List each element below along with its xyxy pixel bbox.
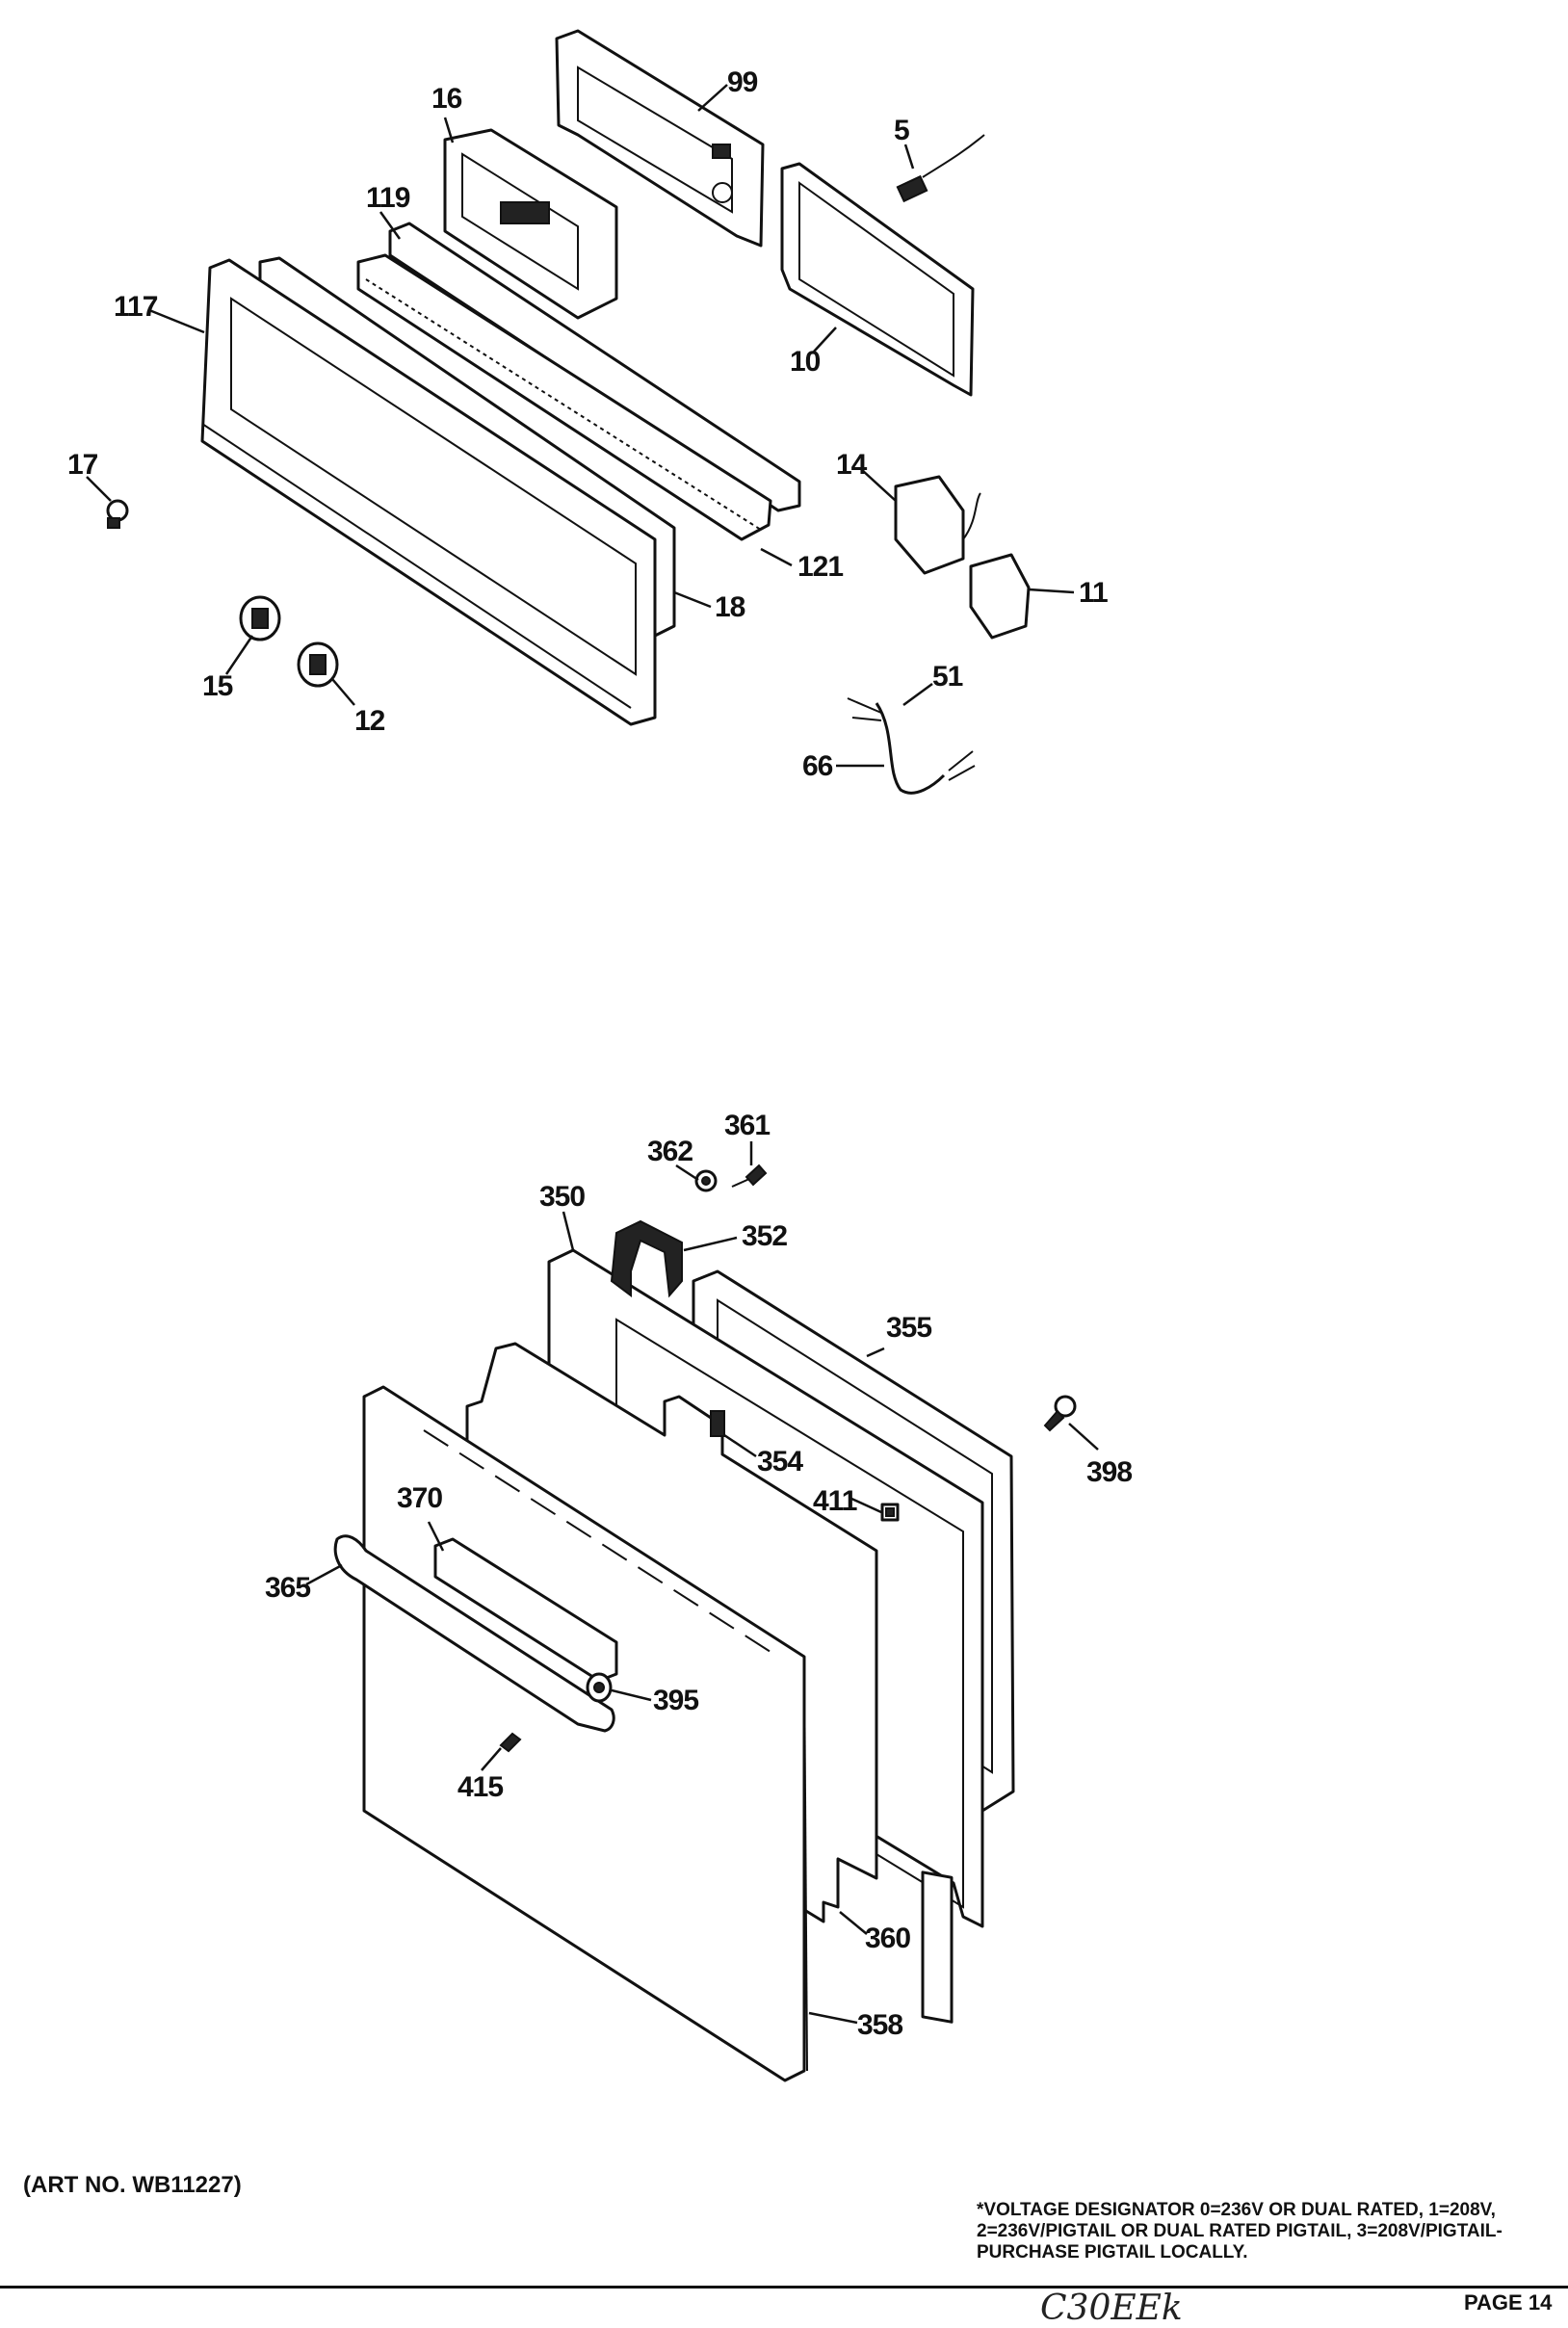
callout-121: 121: [797, 551, 843, 583]
callout-398: 398: [1086, 1456, 1132, 1488]
callout-361: 361: [724, 1110, 770, 1141]
callout-11: 11: [1079, 577, 1108, 609]
part-51-66-harness: [847, 697, 976, 795]
part-99-bracket: [555, 29, 765, 248]
callout-360: 360: [865, 1923, 910, 1954]
callout-365: 365: [265, 1572, 310, 1604]
part-352-gasket: [610, 1219, 683, 1298]
part-5-sensor: [896, 134, 985, 203]
callout-358: 358: [857, 2009, 902, 2041]
callout-10: 10: [790, 346, 821, 378]
lower-callout-labels: 361 362 350 352 355 398 354 411 370 365 …: [265, 1110, 1133, 2041]
part-361-screw: [731, 1164, 768, 1188]
footer-divider: [0, 2286, 1568, 2289]
part-16-housing: [443, 128, 618, 320]
callout-5: 5: [894, 115, 909, 146]
callout-362: 362: [647, 1136, 693, 1167]
callout-18: 18: [715, 591, 745, 623]
part-15-knob: [239, 595, 281, 641]
part-117-frame: [200, 258, 657, 726]
callout-66: 66: [802, 750, 833, 782]
part-398-bumper: [1043, 1395, 1077, 1432]
callout-352: 352: [742, 1220, 787, 1252]
part-415-screw: [499, 1732, 522, 1753]
page-number: PAGE 14: [1464, 2290, 1553, 2315]
part-362-washer: [694, 1169, 718, 1192]
part-11-switch-block: [969, 553, 1031, 640]
callout-411: 411: [813, 1485, 857, 1517]
callout-14: 14: [836, 449, 868, 481]
part-17-bulb: [106, 499, 129, 529]
part-121-element: [356, 253, 772, 541]
callout-17: 17: [67, 449, 98, 481]
callout-117: 117: [114, 291, 158, 323]
callout-354: 354: [757, 1446, 803, 1478]
lower-leader-lines: [305, 1141, 1099, 2025]
part-354-clip: [710, 1410, 725, 1437]
callout-99: 99: [727, 66, 758, 98]
callout-415: 415: [457, 1771, 503, 1803]
part-365-handle: [333, 1534, 615, 1733]
part-10-panel-bracket: [780, 162, 975, 397]
part-14-switch: [894, 475, 981, 575]
part-370-handle-plate: [433, 1537, 618, 1683]
part-411-clip: [880, 1503, 900, 1522]
callout-51: 51: [932, 661, 963, 693]
upper-callout-labels: 99 16 5 119 117 10 17 14 121 18 11 15 12…: [67, 66, 1109, 782]
callout-16: 16: [431, 83, 462, 115]
callout-350: 350: [539, 1181, 585, 1213]
callout-12: 12: [354, 705, 385, 737]
handwritten-model-number: C30EEk: [1040, 2289, 1183, 2328]
upper-leader-lines: [86, 84, 1075, 768]
part-12-knob: [297, 641, 339, 688]
voltage-designator-note: *VOLTAGE DESIGNATOR 0=236V OR DUAL RATED…: [977, 2200, 1503, 2263]
callout-119: 119: [366, 182, 410, 214]
art-number: (ART NO. WB11227): [23, 2172, 242, 2198]
part-395-trim: [586, 1672, 613, 1703]
callout-370: 370: [397, 1482, 442, 1514]
part-119-heat-shield: [388, 222, 801, 512]
callout-15: 15: [202, 670, 233, 702]
callout-355: 355: [886, 1312, 931, 1344]
callout-395: 395: [653, 1685, 698, 1716]
